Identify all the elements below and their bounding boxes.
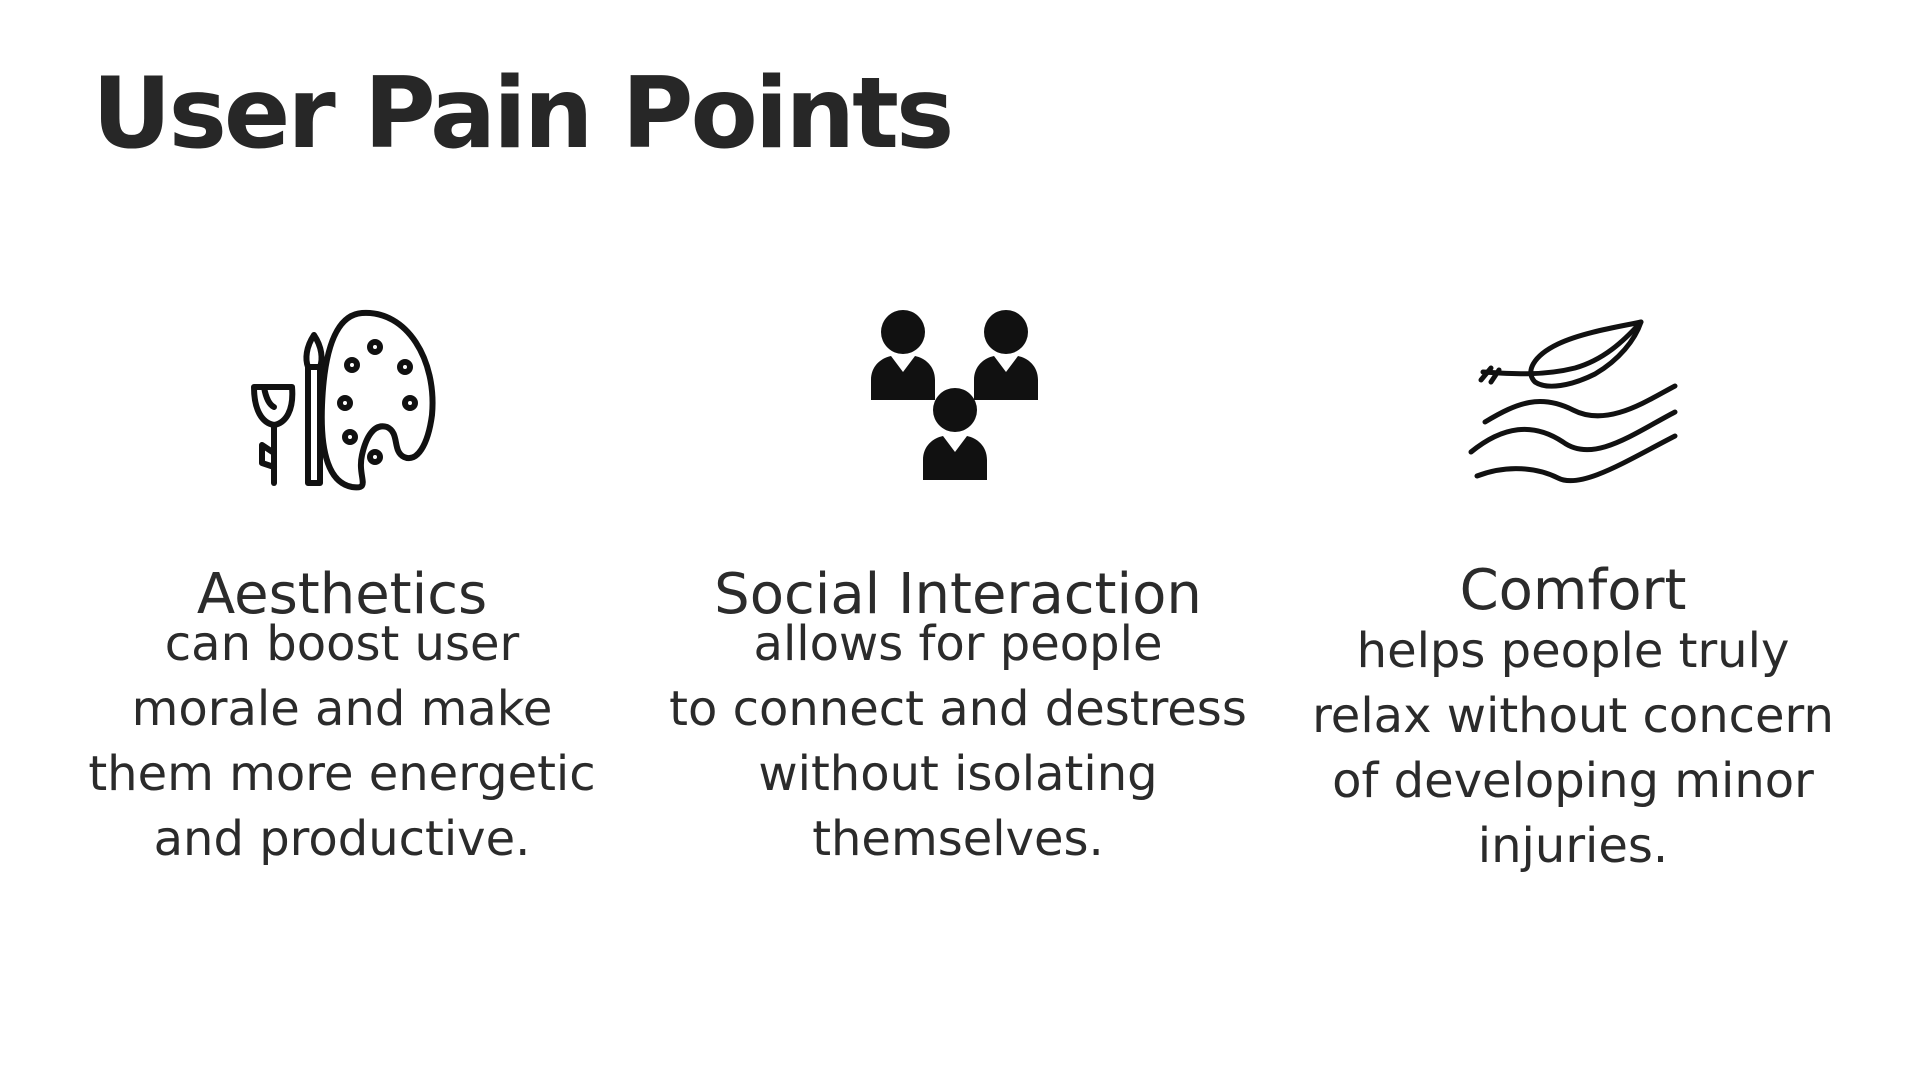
description-line: relax without concern [1312, 688, 1834, 744]
card-description: helps people truly relax without concern… [1278, 619, 1868, 879]
card-description: can boost user morale and make them more… [47, 612, 637, 872]
page-title: User Pain Points [92, 57, 954, 171]
card-heading: Aesthetics [196, 562, 488, 628]
description-line: allows for people [753, 616, 1163, 672]
description-line: them more energetic [88, 746, 596, 802]
description-line: to connect and destress [669, 681, 1247, 737]
card-heading: Social Interaction [714, 562, 1202, 628]
card-heading: Comfort [1459, 558, 1687, 624]
description-line: without isolating [758, 746, 1158, 802]
description-line: injuries. [1477, 818, 1669, 874]
card-description: allows for people to connect and destres… [663, 612, 1253, 872]
description-line: of developing minor [1332, 753, 1814, 809]
description-line: can boost user [164, 616, 520, 672]
description-line: morale and make [131, 681, 553, 737]
description-line: and productive. [153, 811, 531, 867]
description-line: helps people truly [1356, 623, 1790, 679]
feather-cushion-icon [1463, 318, 1683, 488]
people-group-icon [863, 308, 1053, 490]
art-palette-icon [242, 305, 442, 495]
description-line: themselves. [812, 811, 1104, 867]
